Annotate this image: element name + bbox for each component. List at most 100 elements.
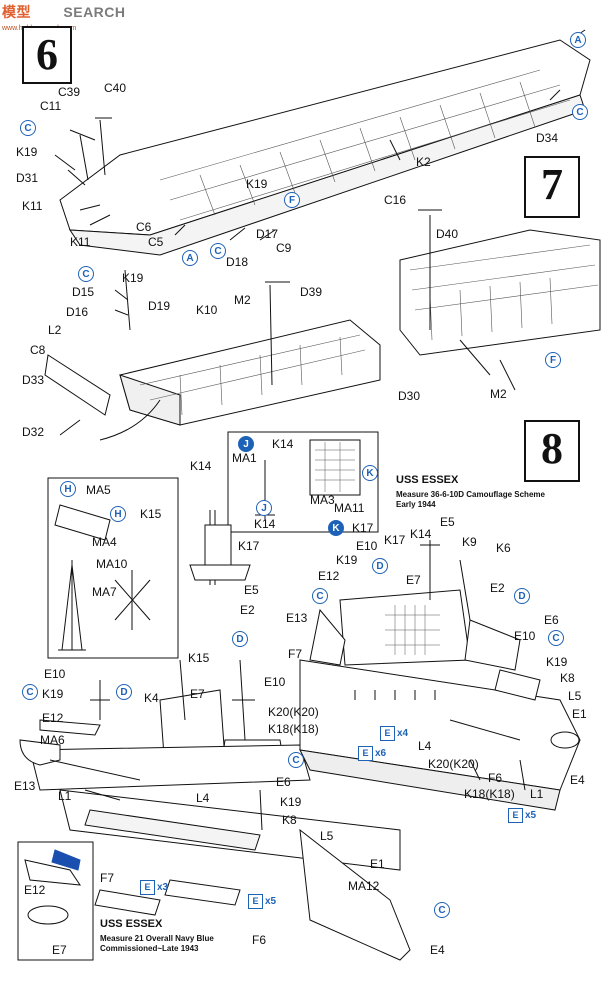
- part-e7-inset: E7: [52, 943, 67, 957]
- part-d15: D15: [72, 285, 95, 299]
- part-m2-step7: M2: [490, 387, 507, 401]
- part-l2: L2: [48, 323, 62, 337]
- part-d30: D30: [398, 389, 421, 403]
- part-ma7: MA7: [92, 585, 117, 599]
- watermark: 模型 SEARCH: [2, 4, 126, 20]
- part-c39: C39: [58, 85, 81, 99]
- part-k18k18-r: K18(K18): [464, 787, 515, 801]
- mult-x6: x6: [375, 748, 387, 759]
- part-f6: F6: [252, 933, 267, 947]
- part-e1-r: E1: [572, 707, 587, 721]
- part-k17: K17: [238, 539, 260, 553]
- part-e2-r: E2: [490, 581, 505, 595]
- essex-camo-line2: Early 1944: [396, 500, 436, 509]
- part-e10-r: E10: [356, 539, 378, 553]
- part-e5: E5: [244, 583, 259, 597]
- callout-c-icon: C: [20, 120, 36, 136]
- part-l4: L4: [196, 791, 210, 805]
- part-k14-r: K14: [410, 527, 432, 541]
- callout-d-icon: D: [232, 631, 248, 647]
- part-f7-r: F7: [288, 647, 303, 661]
- essex-blue-title: USS ESSEX: [100, 918, 163, 930]
- part-ma10: MA10: [96, 557, 128, 571]
- part-e7: E7: [190, 687, 205, 701]
- part-k19-r: K19: [336, 553, 358, 567]
- part-c40: C40: [104, 81, 127, 95]
- part-e10-r2: E10: [514, 629, 536, 643]
- part-l4-r: L4: [418, 739, 432, 753]
- part-l5: L5: [320, 829, 334, 843]
- part-c5: C5: [148, 235, 164, 249]
- watermark-cn: 模型: [2, 4, 31, 20]
- part-k19-r2: K19: [546, 655, 568, 669]
- callout-c-icon: C: [210, 243, 226, 259]
- essex-camo-title: USS ESSEX: [396, 474, 459, 486]
- part-e5-r: E5: [440, 515, 455, 529]
- part-e12-inset: E12: [24, 883, 46, 897]
- part-ma11: MA11: [334, 501, 365, 515]
- part-m2: M2: [234, 293, 251, 307]
- part-k4: K4: [144, 691, 159, 705]
- step-6-box: 6: [22, 26, 72, 84]
- part-ma12: MA12: [348, 879, 380, 893]
- part-ma3: MA3: [310, 493, 335, 507]
- part-k11-lower: K11: [70, 235, 91, 249]
- part-k14-inset2: K14: [254, 517, 276, 531]
- part-k6: K6: [496, 541, 511, 555]
- part-k17-r: K17: [384, 533, 406, 547]
- part-e4-r: E4: [570, 773, 585, 787]
- mult-x4: x4: [397, 728, 409, 739]
- callout-e-x3-icon: E: [140, 880, 155, 895]
- part-k19c: K19: [122, 271, 144, 285]
- callout-f-icon: F: [284, 192, 300, 208]
- part-c16: C16: [384, 193, 407, 207]
- part-k15: K15: [188, 651, 210, 665]
- part-d32: D32: [22, 425, 45, 439]
- part-k2: K2: [416, 155, 431, 169]
- part-c8: C8: [30, 343, 46, 357]
- part-c6: C6: [136, 220, 152, 234]
- part-d40: D40: [436, 227, 459, 241]
- part-e10: E10: [264, 675, 286, 689]
- part-k11: K11: [22, 199, 43, 213]
- part-k14-inset: K14: [272, 437, 294, 451]
- part-e13: E13: [14, 779, 36, 793]
- callout-c-icon: C: [434, 902, 450, 918]
- callout-d-icon: D: [514, 588, 530, 604]
- part-d18: D18: [226, 255, 249, 269]
- callout-c-icon: C: [312, 588, 328, 604]
- part-d31: D31: [16, 171, 39, 185]
- part-ma1: MA1: [232, 451, 257, 465]
- callout-e-x6-icon: E: [358, 746, 373, 761]
- callout-c-icon: C: [548, 630, 564, 646]
- part-k19b: K19: [246, 177, 268, 191]
- part-l5-r: L5: [568, 689, 582, 703]
- part-d39: D39: [300, 285, 323, 299]
- part-e7-r: E7: [406, 573, 421, 587]
- part-e1: E1: [370, 857, 385, 871]
- part-e2: E2: [240, 603, 255, 617]
- mult-x5-r: x5: [525, 810, 537, 821]
- callout-d-icon: D: [116, 684, 132, 700]
- part-ma4: MA4: [92, 535, 117, 549]
- callout-a-icon: A: [182, 250, 198, 266]
- part-k9: K9: [462, 535, 477, 549]
- part-d16: D16: [66, 305, 89, 319]
- part-d34: D34: [536, 131, 559, 145]
- part-e6-r: E6: [544, 613, 559, 627]
- callout-e-x5-icon: E: [508, 808, 523, 823]
- part-k19-8: K19: [280, 795, 302, 809]
- part-l1: L1: [58, 789, 72, 803]
- part-k19: K19: [16, 145, 38, 159]
- part-ma5: MA5: [86, 483, 111, 497]
- part-l1-r: L1: [530, 787, 544, 801]
- part-e12-r: E12: [318, 569, 340, 583]
- part-e12: E12: [42, 711, 64, 725]
- callout-h-icon: H: [60, 481, 76, 497]
- part-k20k20-r: K20(K20): [428, 757, 479, 771]
- part-f6-r: F6: [488, 771, 503, 785]
- part-e10-left: E10: [44, 667, 66, 681]
- part-d17: D17: [256, 227, 279, 241]
- part-e13-r: E13: [286, 611, 308, 625]
- callout-f-icon: F: [545, 352, 561, 368]
